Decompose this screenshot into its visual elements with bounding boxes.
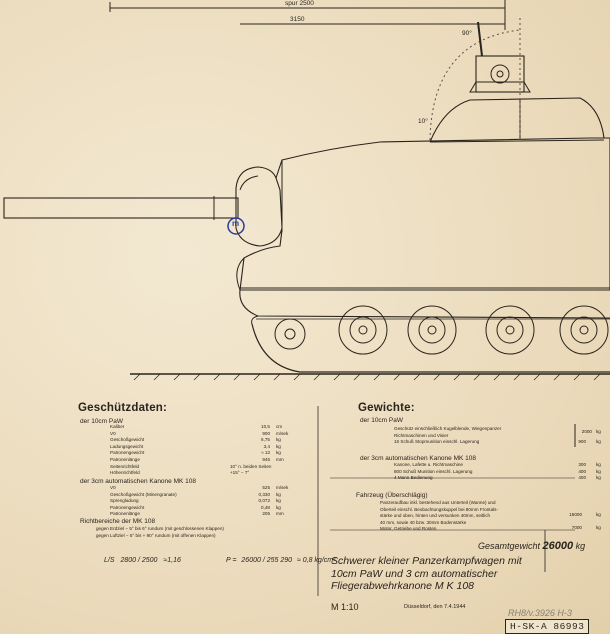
dim-upper-label: spur 2500	[285, 0, 314, 7]
total-weight: Gesamtgewicht 26000 kg	[478, 540, 586, 552]
gun-row: Höhenrichtfeld+15° − 7°	[110, 470, 250, 476]
track-upper	[251, 315, 259, 325]
elevation-arc	[429, 29, 521, 141]
weight-row: 16 Schuß Stopmunition einschl. Lagerung	[394, 439, 480, 445]
weight-row: Kanone, Lafette u. Richtmaschine	[394, 462, 463, 467]
gun-barrel	[3, 197, 239, 219]
formula-1: L/S 2800 / 2500 ≈1,16	[104, 557, 181, 564]
gun-data-sub1: der 10cm PaW	[80, 418, 123, 425]
idler-wheel	[274, 318, 306, 350]
angle-side-label: 10°	[418, 118, 428, 125]
title-line-2: 10cm PaW und 3 cm automatischer	[331, 567, 498, 580]
weights-rows1: Geschütz einschließlich Kugelblende, Wie…	[394, 426, 501, 446]
mk108-cannon	[475, 55, 525, 93]
weights-rows2: Kanone, Lafette u. Richtmaschine 800 Sch…	[394, 462, 472, 482]
vehicle-row: Panzeraufbau inkl. bestehend aus Unterte…	[380, 500, 496, 505]
weight-row: 800 Schuß Munition einschl. Lagerung	[394, 468, 473, 474]
vehicle-row: 40 mm, sowie 40 bzw. 30mm Bodenstärke	[380, 519, 467, 525]
vehicle-row: stärke und oben, hinten und versunken 40…	[380, 513, 491, 519]
weight-row: Geschütz einschließlich Kugelblende, Wie…	[394, 426, 502, 431]
weight-row: 4 Mann Bedienung	[394, 475, 433, 481]
stamp-circle-letter: m	[232, 219, 240, 228]
archive-pencil-note: RH8/v.3926 H-3	[508, 608, 572, 618]
range-line-1: gegen Erdziel − 5° bis 6° rundum (mit ge…	[96, 526, 224, 531]
gun-data-sub2: der 3cm automatischen Kanone MK 108	[80, 478, 196, 485]
weights-unit-1-0: kg	[596, 429, 601, 434]
weights-sub1: der 10cm PaW	[360, 417, 403, 424]
weights-units2: kg kg kg	[596, 462, 601, 481]
gun-mantlet	[235, 166, 283, 247]
archive-stamp: H-SK-A 86993	[505, 619, 590, 634]
gun-data-heading: Geschützdaten:	[78, 402, 168, 414]
scale-label: M 1:10	[331, 602, 359, 612]
weights-heading: Gewichte:	[358, 402, 415, 414]
dim-lower-label: 3150	[290, 16, 305, 23]
vehicle-row: Oberteil einschl. Beobachtungskuppel bei…	[380, 506, 498, 512]
vehicle-val-0: 15000	[569, 512, 582, 517]
angle-top-label: 90°	[462, 30, 472, 37]
ranges-heading: Richtbereiche der MK 108	[80, 518, 156, 525]
weights-sub2: der 3cm automatischen Kanone MK 108	[360, 455, 476, 462]
flak-cupola	[429, 97, 605, 143]
weights-vals2: 300 400 400	[578, 462, 586, 481]
vehicle-val-1: 7000	[571, 525, 582, 530]
place-date: Düsseldorf, den 7.4.1944	[404, 604, 466, 610]
lower-hull	[239, 289, 610, 319]
title-line-1: Schwerer kleiner Panzerkampfwagen mit	[331, 555, 522, 567]
vehicle-unit-0: kg	[596, 512, 601, 517]
superstructure	[239, 137, 610, 291]
title-line-3: Fliegerabwehrkanone M K 108	[331, 580, 475, 592]
weights-unit-1-1: kg	[596, 439, 601, 444]
blue-stamp-circle	[227, 217, 245, 235]
vehicle-unit-1: kg	[596, 525, 601, 530]
vehicle-heading: Fahrzeug (Überschlägig)	[356, 492, 428, 499]
vehicle-row: Motor, Getriebe und Rosten	[380, 526, 437, 532]
range-line-2: gegen Luftziel − 5° bis + 90° rundum (mi…	[96, 533, 216, 538]
road-wheels	[338, 305, 609, 355]
formula-2: P = 26000 / 255 290 ≈ 0,8 kg/cm²	[226, 557, 336, 564]
vehicle-rows: Panzeraufbau inkl. bestehend aus Unterte…	[380, 500, 498, 533]
weights-val-1-0: 2000	[581, 429, 592, 434]
weight-row: Richtmaschinen und Visier	[394, 432, 449, 438]
title-block: Schwerer kleiner Panzerkampfwagen mit 10…	[331, 555, 522, 593]
weights-val-1-1: 900	[578, 439, 586, 444]
